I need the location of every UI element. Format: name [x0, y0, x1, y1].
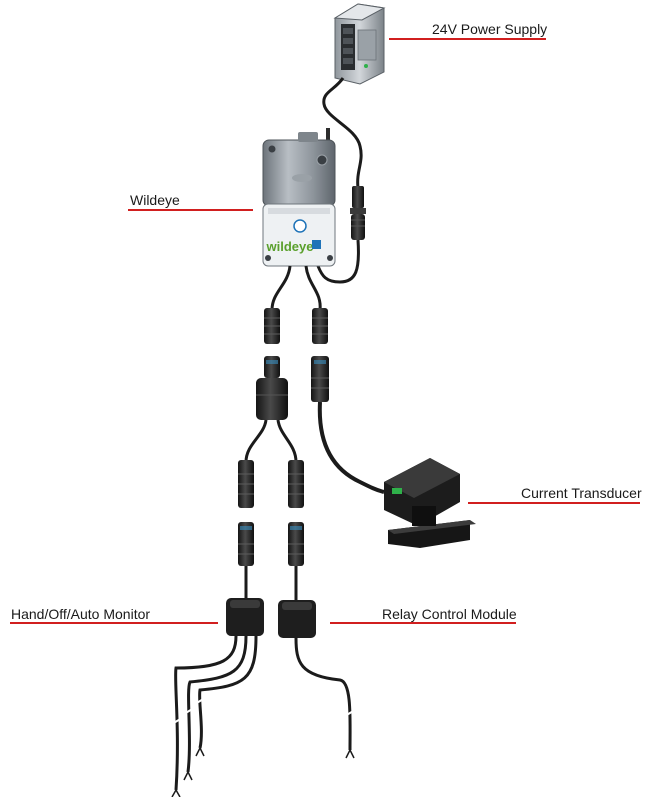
wildeye-brand-text: wildeye — [266, 239, 314, 254]
splitter-output-left — [238, 460, 254, 508]
splitter-cable-right — [276, 419, 298, 463]
wildeye-cable-left — [270, 265, 292, 311]
power-cable — [322, 77, 363, 189]
transducer-cable — [317, 401, 385, 494]
hoa-monitor-module — [226, 598, 264, 636]
relay-control-label: Relay Control Module — [382, 606, 517, 622]
hoa-monitor-label: Hand/Off/Auto Monitor — [11, 606, 151, 622]
wildeye-callout-line — [128, 209, 253, 211]
hoa-wire-ends — [171, 747, 205, 797]
transducer-input-connector — [311, 356, 329, 402]
wildeye-device: wildeye — [262, 128, 336, 267]
relay-control-module — [278, 600, 316, 638]
splitter-input-connector — [264, 356, 280, 378]
power-supply-label: 24V Power Supply — [432, 21, 548, 37]
current-transducer — [384, 458, 476, 548]
power-supply-callout-line — [389, 38, 546, 40]
wildeye-cable-right — [304, 265, 322, 311]
relay-wire-break — [344, 709, 356, 717]
current-transducer-label: Current Transducer — [521, 485, 642, 501]
hoa-input-connector — [238, 522, 254, 566]
wildeye-connector-right — [312, 308, 328, 344]
wildeye-label: Wildeye — [130, 192, 180, 208]
splitter-output-right — [288, 460, 304, 508]
wildeye-connector-left — [264, 308, 280, 344]
current-transducer-callout-line — [468, 502, 640, 504]
power-cable-to-wildeye — [316, 239, 360, 284]
relay-control-callout-line — [330, 622, 516, 624]
y-splitter — [256, 378, 288, 420]
relay-wire-end — [345, 749, 355, 759]
splitter-cable-left — [244, 419, 268, 463]
hoa-monitor-callout-line — [10, 622, 218, 624]
power-inline-connector — [350, 186, 366, 240]
power-supply-unit — [333, 3, 386, 85]
hoa-wire-breaks — [171, 697, 206, 725]
relay-output-wires — [294, 637, 352, 751]
relay-input-connector — [288, 522, 304, 566]
hoa-output-wires — [174, 635, 258, 791]
